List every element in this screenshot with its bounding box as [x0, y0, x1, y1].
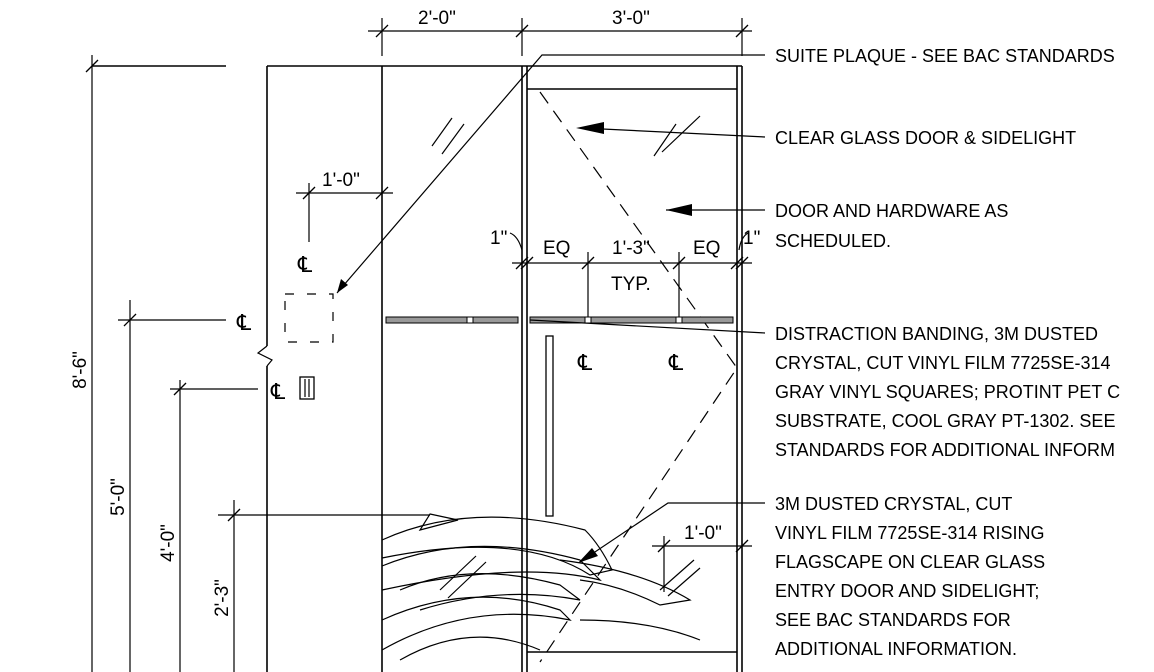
top-dimension-line — [368, 18, 752, 56]
door-frame — [522, 65, 743, 672]
note-banding-line4: SUBSTRATE, COOL GRAY PT-1302. SEE — [775, 411, 1115, 431]
dim-center-span: 1'-3" — [612, 238, 650, 259]
dim-top-right: 3'-0" — [612, 8, 650, 29]
dim-mullion-right: 1" — [743, 228, 760, 249]
note-banding-line2: CRYSTAL, CUT VINYL FILM 7725SE-314 — [775, 353, 1110, 373]
dim-height-flag: 2'-3" — [212, 579, 233, 617]
hardware-spacing-dimension — [509, 232, 752, 317]
dim-flag-offset: 1'-0" — [684, 523, 722, 544]
wall-outline — [92, 65, 522, 672]
centerline-symbol-square-left: ℄ — [577, 350, 593, 375]
centerline-symbol-square-right: ℄ — [668, 350, 684, 375]
leader-lines — [336, 54, 766, 563]
dim-height-total: 8'-6" — [70, 351, 91, 389]
card-reader — [299, 376, 315, 400]
centerline-symbol-reader: ℄ — [270, 379, 286, 404]
flagscape-graphic — [381, 513, 701, 661]
note-flagscape-line4: ENTRY DOOR AND SIDELIGHT; — [775, 581, 1039, 601]
sidelight-frame — [381, 66, 523, 672]
suite-plaque — [284, 293, 334, 343]
dim-typ-label: TYP. — [611, 274, 651, 295]
note-flagscape-line2: VINYL FILM 7725SE-314 RISING — [775, 523, 1044, 543]
note-suite-plaque: SUITE PLAQUE - SEE BAC STANDARDS — [775, 46, 1115, 66]
dim-height-plaque: 5'-0" — [108, 478, 129, 516]
dim-top-left: 2'-0" — [418, 8, 456, 29]
note-flagscape-line1: 3M DUSTED CRYSTAL, CUT — [775, 494, 1012, 514]
note-banding-line3: GRAY VINYL SQUARES; PROTINT PET C — [775, 382, 1120, 402]
dim-eq-left: EQ — [543, 238, 570, 259]
centerline-symbol-plaque: ℄ — [236, 310, 252, 335]
note-banding-line5: STANDARDS FOR ADDITIONAL INFORM — [775, 440, 1115, 460]
note-banding-line1: DISTRACTION BANDING, 3M DUSTED — [775, 324, 1098, 344]
note-flagscape-line6: ADDITIONAL INFORMATION. — [775, 639, 1017, 659]
distraction-banding — [385, 316, 734, 324]
note-glass-door: CLEAR GLASS DOOR & SIDELIGHT — [775, 128, 1076, 148]
dim-mullion-left: 1" — [490, 228, 507, 249]
dim-height-reader: 4'-0" — [158, 524, 179, 562]
flag-offset-dimension — [652, 536, 752, 592]
note-door-hardware-line2: SCHEDULED. — [775, 231, 891, 251]
height-dimension-lines — [85, 55, 430, 672]
note-flagscape-line5: SEE BAC STANDARDS FOR — [775, 610, 1011, 630]
door-swing-lines — [539, 91, 738, 663]
dim-plaque-offset: 1'-0" — [322, 170, 360, 191]
note-door-hardware-line1: DOOR AND HARDWARE AS — [775, 201, 1008, 221]
plaque-offset-dimension — [296, 183, 393, 242]
dim-eq-right: EQ — [693, 238, 720, 259]
centerline-symbol-plaque-top: ℄ — [297, 252, 313, 277]
door-pull-handle — [545, 335, 554, 517]
glass-hatch — [431, 115, 701, 599]
note-flagscape-line3: FLAGSCAPE ON CLEAR GLASS — [775, 552, 1045, 572]
